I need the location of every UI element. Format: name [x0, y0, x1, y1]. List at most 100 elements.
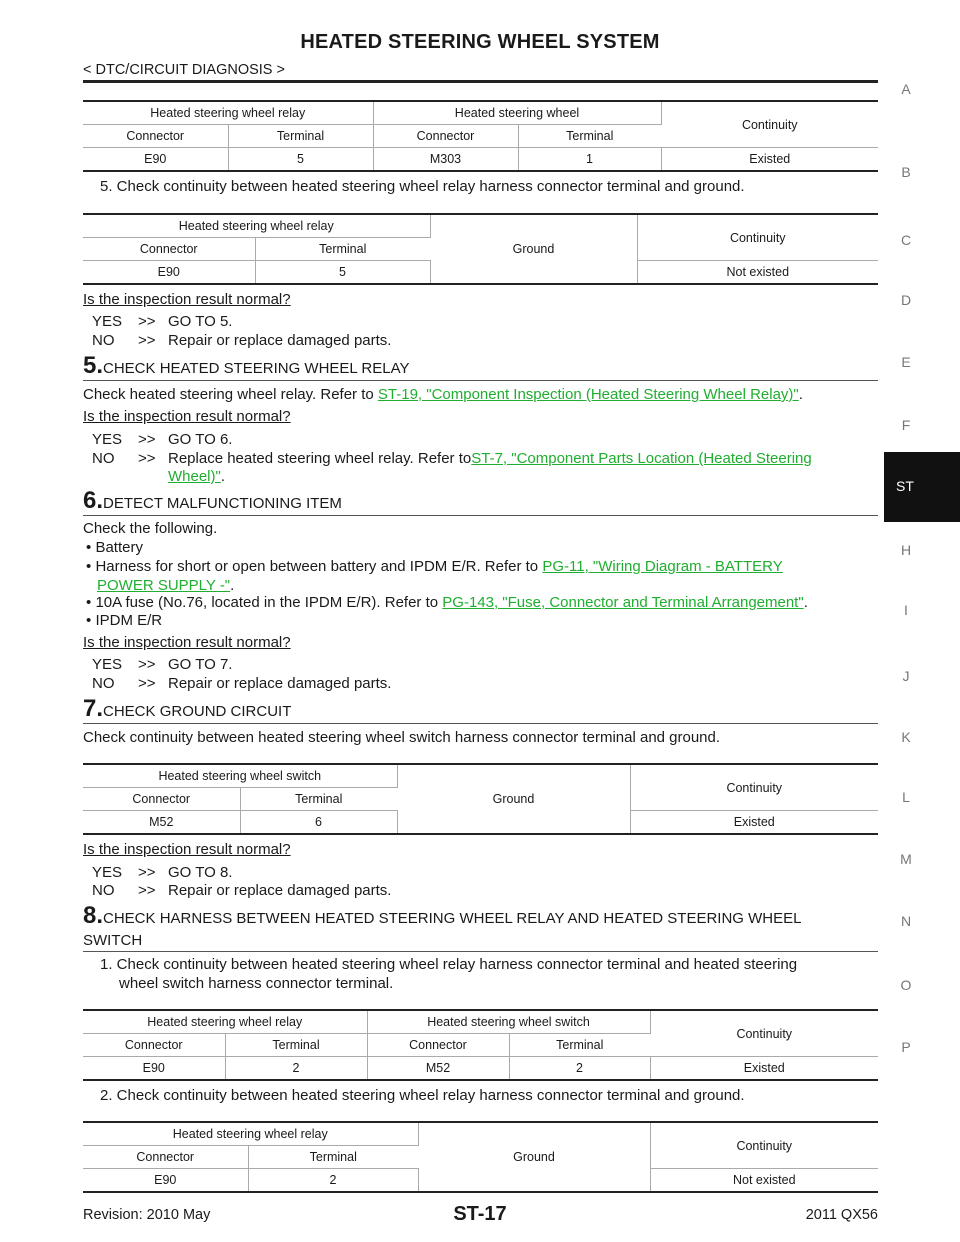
instruction-text-continued: wheel switch harness connector terminal.: [119, 975, 394, 992]
reference-link[interactable]: ST-19, "Component Inspection (Heated Ste…: [377, 386, 799, 403]
index-tab-o[interactable]: O: [900, 977, 912, 993]
table-header-connector: Connector: [83, 1033, 226, 1057]
reference-link[interactable]: ST-7, "Component Parts Location (Heated …: [471, 450, 812, 467]
step-7-heading: 7.CHECK GROUND CIRCUIT: [83, 695, 878, 724]
inspection-question: Is the inspection result normal?: [83, 291, 291, 308]
arrow-icon: >>: [138, 332, 156, 349]
answer-yes: YES>>GO TO 6.: [92, 430, 232, 449]
step-title: CHECK GROUND CIRCUIT: [103, 703, 292, 720]
table-header-connector: Connector: [373, 124, 519, 148]
table-header-terminal: Terminal: [225, 1033, 368, 1057]
index-tab-m[interactable]: M: [900, 851, 912, 867]
index-tab-n[interactable]: N: [900, 913, 912, 929]
reference-link[interactable]: POWER SUPPLY -": [97, 577, 231, 594]
no-label: NO: [92, 450, 115, 467]
index-tab-st-label: ST: [896, 478, 914, 494]
answer-no: NO >> Replace heated steering wheel relay.…: [92, 449, 812, 468]
header-divider: [83, 80, 878, 83]
no-label: NO: [92, 882, 115, 899]
answer-no: NO >> Repair or replace damaged parts.: [92, 331, 391, 350]
check-item-continued: POWER SUPPLY -".: [97, 576, 234, 595]
table-cell: 1: [518, 147, 662, 171]
continuity-table-relay-to-ground-2: Heated steering wheel relay Ground Conti…: [83, 1121, 878, 1193]
table-header-group: Heated steering wheel switch: [367, 1010, 651, 1034]
table-cell: Not existed: [650, 1168, 878, 1192]
no-action: Replace heated steering wheel relay. Ref…: [168, 450, 472, 467]
answer-no: NO>>Repair or replace damaged parts.: [92, 674, 391, 693]
index-tab-b[interactable]: B: [901, 164, 911, 180]
arrow-icon: >>: [138, 450, 156, 467]
table-cell-ground: Ground: [418, 1122, 651, 1192]
index-tab-j[interactable]: J: [902, 668, 910, 684]
reference-link[interactable]: PG-143, "Fuse, Connector and Terminal Ar…: [442, 594, 804, 611]
table-cell: Existed: [630, 810, 878, 834]
punctuation: .: [220, 468, 226, 485]
table-cell: M52: [367, 1056, 510, 1080]
check-item: • Harness for short or open between batt…: [86, 557, 783, 576]
index-tab-p[interactable]: P: [901, 1039, 911, 1055]
punctuation: .: [798, 386, 803, 403]
no-action: Repair or replace damaged parts.: [168, 882, 392, 899]
table-cell: 5: [255, 260, 431, 284]
table-header-terminal: Terminal: [518, 124, 661, 148]
index-tab-c[interactable]: C: [900, 232, 912, 248]
step-5-heading: 5.CHECK HEATED STEERING WHEEL RELAY: [83, 352, 878, 381]
index-tab-d[interactable]: D: [900, 292, 912, 308]
index-tab-i[interactable]: I: [904, 602, 908, 618]
table-cell: Existed: [661, 147, 878, 171]
table-header-result: Continuity: [741, 117, 798, 132]
inspection-question: Is the inspection result normal?: [83, 841, 291, 858]
instruction-text: Check continuity between heated steering…: [83, 729, 721, 746]
table-header-result: Continuity: [729, 230, 786, 245]
no-label: NO: [92, 332, 115, 349]
revision-label: Revision: 2010 May: [83, 1207, 211, 1223]
punctuation: .: [803, 594, 808, 611]
arrow-icon: >>: [138, 675, 156, 692]
table-cell: 2: [509, 1056, 651, 1080]
table-header-result: Continuity: [726, 780, 783, 795]
step-title: CHECK HARNESS BETWEEN HEATED STEERING WH…: [103, 910, 802, 927]
yes-action: GO TO 7.: [168, 656, 233, 673]
no-action: Repair or replace damaged parts.: [168, 332, 392, 349]
instruction-text: 2. Check continuity between heated steer…: [100, 1087, 745, 1104]
index-tab-st-active[interactable]: ST: [884, 452, 960, 522]
index-tab-h[interactable]: H: [900, 542, 912, 558]
instruction-text: Check heated steering wheel relay. Refer…: [83, 386, 378, 403]
instruction-text: 5. Check continuity between heated steer…: [100, 178, 745, 195]
table-header-terminal: Terminal: [240, 787, 397, 811]
answer-yes: YES>>GO TO 8.: [92, 863, 232, 882]
no-action: Repair or replace damaged parts.: [168, 675, 392, 692]
check-item: • IPDM E/R: [86, 611, 162, 630]
table-header-group: Heated steering wheel relay: [83, 214, 431, 238]
answer-no: NO>>Repair or replace damaged parts.: [92, 881, 391, 900]
step-title: CHECK HEATED STEERING WHEEL RELAY: [103, 360, 410, 377]
arrow-icon: >>: [138, 864, 156, 881]
yes-action: GO TO 6.: [168, 431, 233, 448]
yes-action: GO TO 5.: [168, 313, 233, 330]
reference-link[interactable]: Wheel)": [168, 468, 221, 485]
continuity-table-relay-to-ground: Heated steering wheel relay Ground Conti…: [83, 213, 878, 285]
step-title: DETECT MALFUNCTIONING ITEM: [103, 495, 342, 512]
step-8-heading: 8.CHECK HARNESS BETWEEN HEATED STEERING …: [83, 902, 878, 952]
table-header-group: Heated steering wheel: [373, 101, 662, 125]
index-tab-k[interactable]: K: [901, 729, 911, 745]
breadcrumb: < DTC/CIRCUIT DIAGNOSIS >: [83, 62, 285, 78]
check-item-text: 10A fuse (No.76, located in the IPDM E/R…: [95, 594, 443, 611]
check-item: • Battery: [86, 538, 143, 557]
table-cell: 6: [240, 810, 398, 834]
index-tab-a[interactable]: A: [901, 81, 911, 97]
table-header-connector: Connector: [83, 1145, 249, 1169]
step-6-heading: 6.DETECT MALFUNCTIONING ITEM: [83, 487, 878, 516]
index-tab-l[interactable]: L: [902, 789, 910, 805]
inspection-question: Is the inspection result normal?: [83, 408, 291, 425]
step-number: 7.: [83, 695, 104, 722]
step-5-text: Check heated steering wheel relay. Refer…: [83, 385, 803, 404]
index-tab-f[interactable]: F: [901, 417, 911, 433]
table-cell-ground: Ground: [397, 764, 631, 834]
page-number: ST-17: [453, 1203, 507, 1225]
table-header-group: Heated steering wheel relay: [83, 1122, 419, 1146]
reference-link[interactable]: PG-11, "Wiring Diagram - BATTERY: [542, 558, 783, 575]
table-cell: Not existed: [637, 260, 878, 284]
table-cell: M303: [373, 147, 519, 171]
index-tab-e[interactable]: E: [901, 354, 911, 370]
